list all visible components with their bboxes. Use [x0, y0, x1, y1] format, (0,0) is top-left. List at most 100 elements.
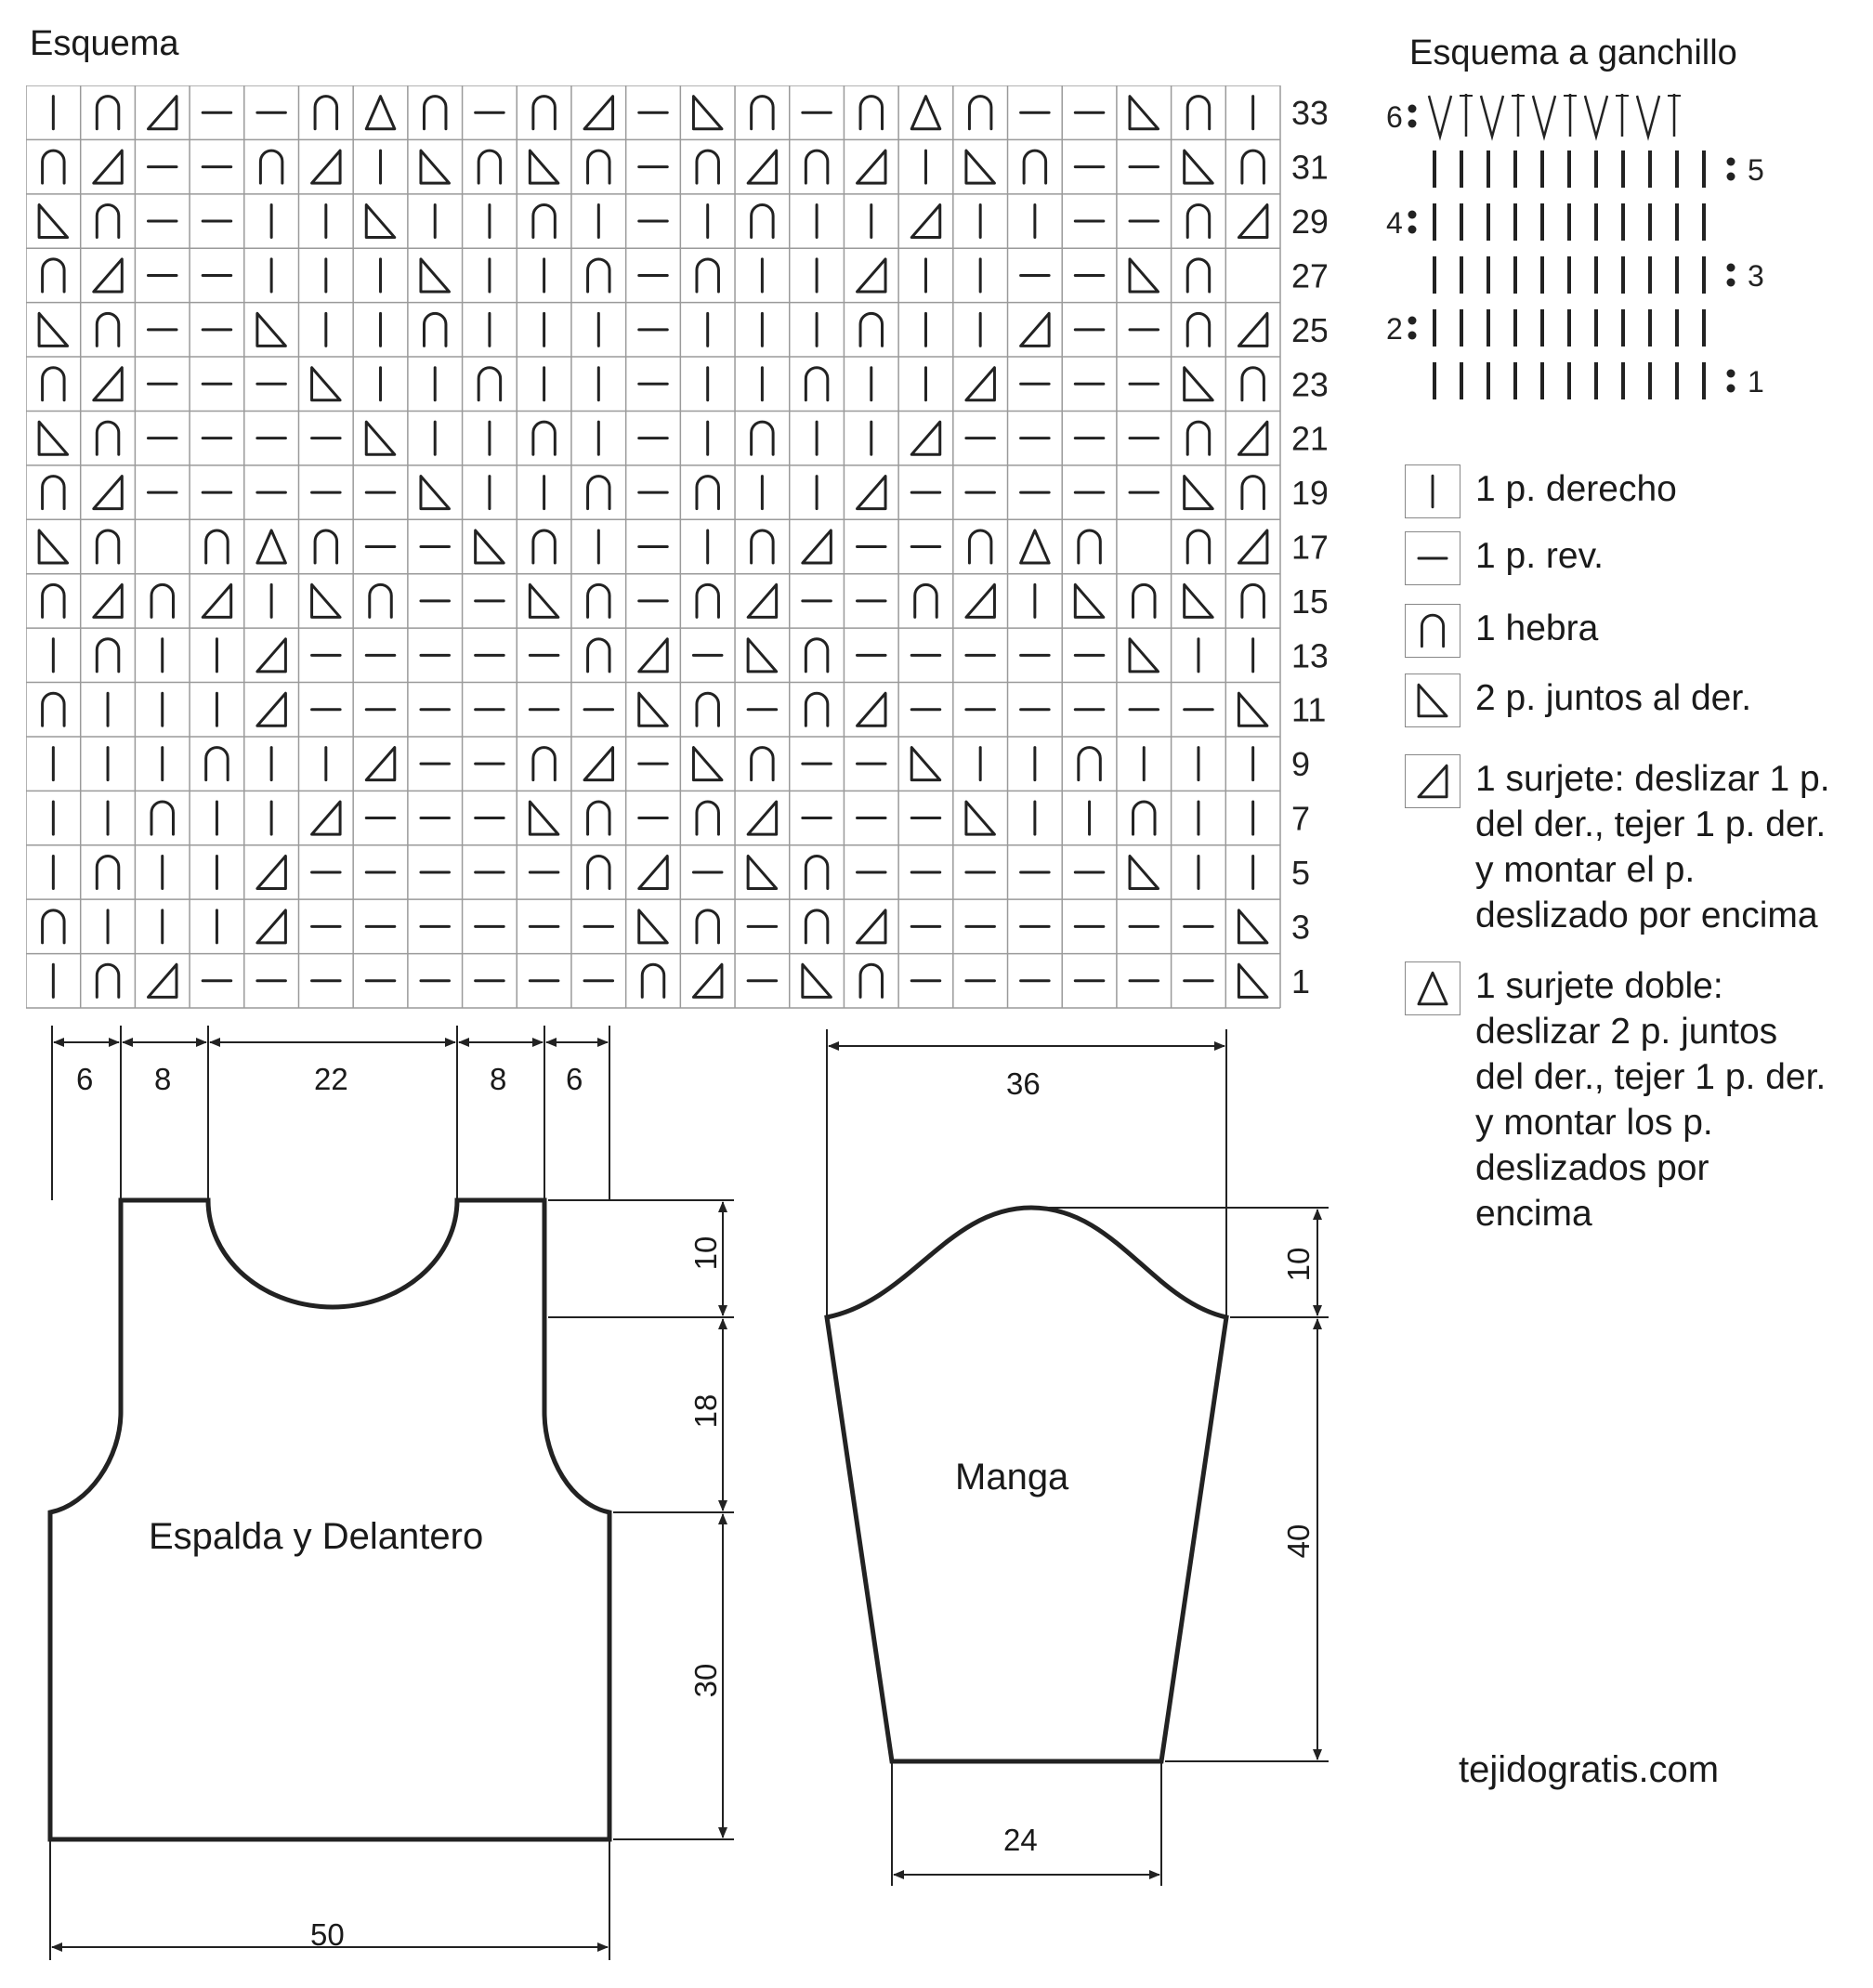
vertical-bar-icon: [1405, 464, 1460, 518]
chart-stitch: [913, 583, 938, 619]
chart-stitch: [746, 582, 779, 619]
chart-stitch: [204, 529, 229, 565]
chart-stitch: [419, 149, 451, 185]
chart-stitch: [856, 257, 887, 294]
chart-stitch: [310, 800, 342, 836]
chart-stitch: [967, 95, 993, 131]
sleeve-top-dimension: [826, 1029, 1227, 1317]
chart-stitch: [964, 149, 996, 185]
chart-grid: [26, 85, 1281, 1009]
chart-row-number: 29: [1291, 203, 1327, 241]
crochet-row-number: 3: [1748, 259, 1764, 293]
crochet-row-number: 2: [1386, 312, 1403, 346]
chart-stitch: [150, 800, 175, 836]
chart-row-number: 5: [1291, 854, 1310, 892]
chart-stitch: [583, 95, 615, 131]
chart-row-number: 25: [1291, 311, 1327, 349]
chart-stitch: [695, 800, 720, 836]
chart-stitch: [1073, 582, 1106, 619]
legend-text: encima: [1475, 1194, 1592, 1234]
chart-stitch: [531, 420, 557, 456]
chart-stitch: [92, 257, 124, 294]
legend-text: deslizado por encima: [1475, 896, 1818, 935]
body-piece-label: Espalda y Delantero: [149, 1516, 484, 1557]
chart-stitch: [531, 95, 557, 131]
chart-stitch: [1237, 311, 1269, 347]
chart-stitch: [313, 95, 339, 131]
legend-text: y montar el p.: [1475, 850, 1696, 890]
chart-stitch: [1128, 257, 1160, 294]
chart-stitch: [695, 475, 720, 511]
chart-stitch: [1132, 582, 1157, 619]
crochet-chart-title: Esquema a ganchillo: [1409, 33, 1737, 72]
chart-stitch: [691, 95, 724, 131]
chart-stitch: [750, 203, 775, 240]
body-top-dim-5: 6: [566, 1062, 583, 1096]
chart-stitch: [41, 257, 66, 294]
chart-stitch: [1077, 529, 1102, 565]
chart-stitch: [41, 149, 66, 185]
chart-stitch: [804, 637, 830, 674]
chart-stitch: [41, 909, 66, 945]
chart-stitch: [804, 149, 830, 185]
chart-stitch: [695, 257, 720, 294]
chart-stitch: [95, 95, 121, 131]
chart-row-number: 1: [1291, 962, 1310, 1001]
body-top-dim-2: 8: [154, 1062, 172, 1096]
chart-row-number: 27: [1291, 256, 1327, 294]
chart-stitch: [964, 582, 996, 619]
body-height-dimension: [548, 1199, 734, 1840]
body-height-label-1: 10: [688, 1236, 723, 1271]
chart-stitch: [41, 475, 66, 511]
chart-stitch: [95, 855, 121, 890]
chart-row-number: 13: [1291, 636, 1327, 674]
chart-stitch: [750, 529, 775, 565]
legend-text: 2 p. juntos al der.: [1475, 678, 1752, 718]
chart-stitch: [804, 366, 830, 402]
chart-stitch: [910, 95, 942, 131]
chart-stitch: [801, 529, 832, 565]
chart-stitch: [37, 203, 70, 240]
chart-stitch: [640, 962, 666, 999]
chart-stitch: [856, 909, 887, 945]
chart-stitch: [1022, 149, 1048, 185]
chart-stitch: [1019, 529, 1051, 565]
chart-stitch: [586, 583, 611, 619]
body-height-label-2: 18: [688, 1393, 723, 1429]
crochet-row: [1408, 309, 1706, 347]
chart-stitch: [92, 475, 124, 511]
chart-stitch: [910, 746, 942, 782]
chart-stitch: [746, 149, 779, 185]
chart-stitch: [146, 95, 178, 131]
chart-stitch: [531, 203, 557, 240]
chart-stitch: [1132, 800, 1157, 836]
chart-stitch: [858, 962, 884, 999]
chart-stitch: [37, 420, 70, 456]
legend-text: 1 hebra: [1475, 608, 1599, 648]
chart-stitch: [750, 746, 775, 782]
chart-stitch: [255, 637, 287, 674]
chart-stitch: [746, 854, 779, 890]
chart-stitch: [531, 746, 557, 782]
chart-stitch: [637, 854, 669, 890]
chart-stitch: [255, 909, 287, 945]
legend-text: 1 p. derecho: [1475, 469, 1677, 509]
chart-stitch: [856, 691, 887, 727]
chart-stitch: [750, 95, 775, 131]
chart-stitch: [586, 855, 611, 890]
chart-row-number: 11: [1291, 691, 1326, 729]
crochet-row: [1408, 203, 1706, 241]
chart-stitch: [1185, 257, 1212, 294]
chart-stitch: [804, 855, 830, 890]
chart-stitch: [1237, 529, 1269, 565]
chart-stitch: [258, 149, 284, 185]
chart-stitch: [364, 203, 397, 240]
chart-stitch: [95, 311, 121, 347]
chart-stitch: [95, 529, 121, 565]
body-width-label: 50: [310, 1917, 345, 1952]
chart-row-number: 19: [1291, 474, 1327, 512]
chart-stitch: [92, 582, 124, 619]
chart-stitch: [586, 149, 611, 185]
body-top-dimension: [51, 1026, 610, 1200]
